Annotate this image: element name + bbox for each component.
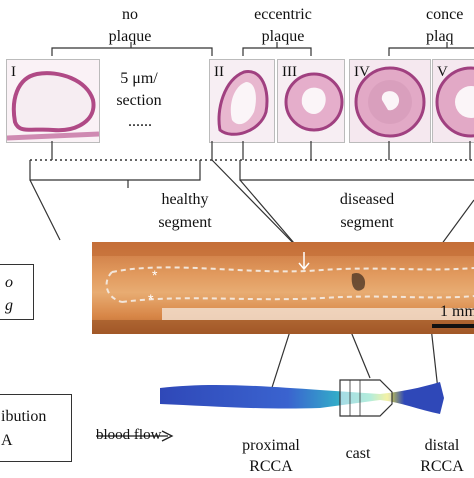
svg-text:*: * [152, 267, 158, 283]
histology-panel-5: V [432, 59, 474, 143]
proximal-rcca-label: proximal RCCA [242, 437, 300, 475]
distal-rcca-label: distal RCCA [420, 437, 464, 475]
histology-panel-3: III [277, 59, 345, 143]
cast-label: cast [345, 445, 371, 462]
panel-label-4: IV [354, 64, 370, 80]
concentric-plaque-label: conce plaq [426, 6, 464, 45]
left-bottom-box-label: ibution A [1, 408, 47, 449]
histology-panel-4: IV [349, 59, 431, 143]
eccentric-plaque-label: eccentric plaque [254, 6, 312, 45]
svg-text:*: * [148, 291, 154, 307]
healthy-segment-label: healthy segment [158, 191, 212, 232]
no-plaque-label: no plaque [108, 6, 152, 45]
panel-label-1: I [11, 64, 16, 80]
panel-label-2: II [214, 64, 224, 80]
diseased-segment-label: diseased segment [339, 191, 395, 232]
panel-label-5: V [437, 64, 448, 80]
left-bottom-box: ibution A [0, 394, 72, 462]
section-note: 5 μm/ section [116, 70, 162, 109]
ellipsis: ...... [128, 113, 152, 130]
left-top-box-label: o g [5, 274, 13, 315]
scale-bar-label: 1 mm [440, 303, 474, 320]
histology-panel-2: II [209, 59, 275, 143]
blood-flow-label: blood flow [96, 427, 162, 443]
panel-label-3: III [282, 64, 297, 80]
histology-panel-1: I [6, 59, 100, 143]
left-top-box: o g [0, 264, 34, 320]
vessel-photograph: * * 1 mm [92, 242, 474, 334]
